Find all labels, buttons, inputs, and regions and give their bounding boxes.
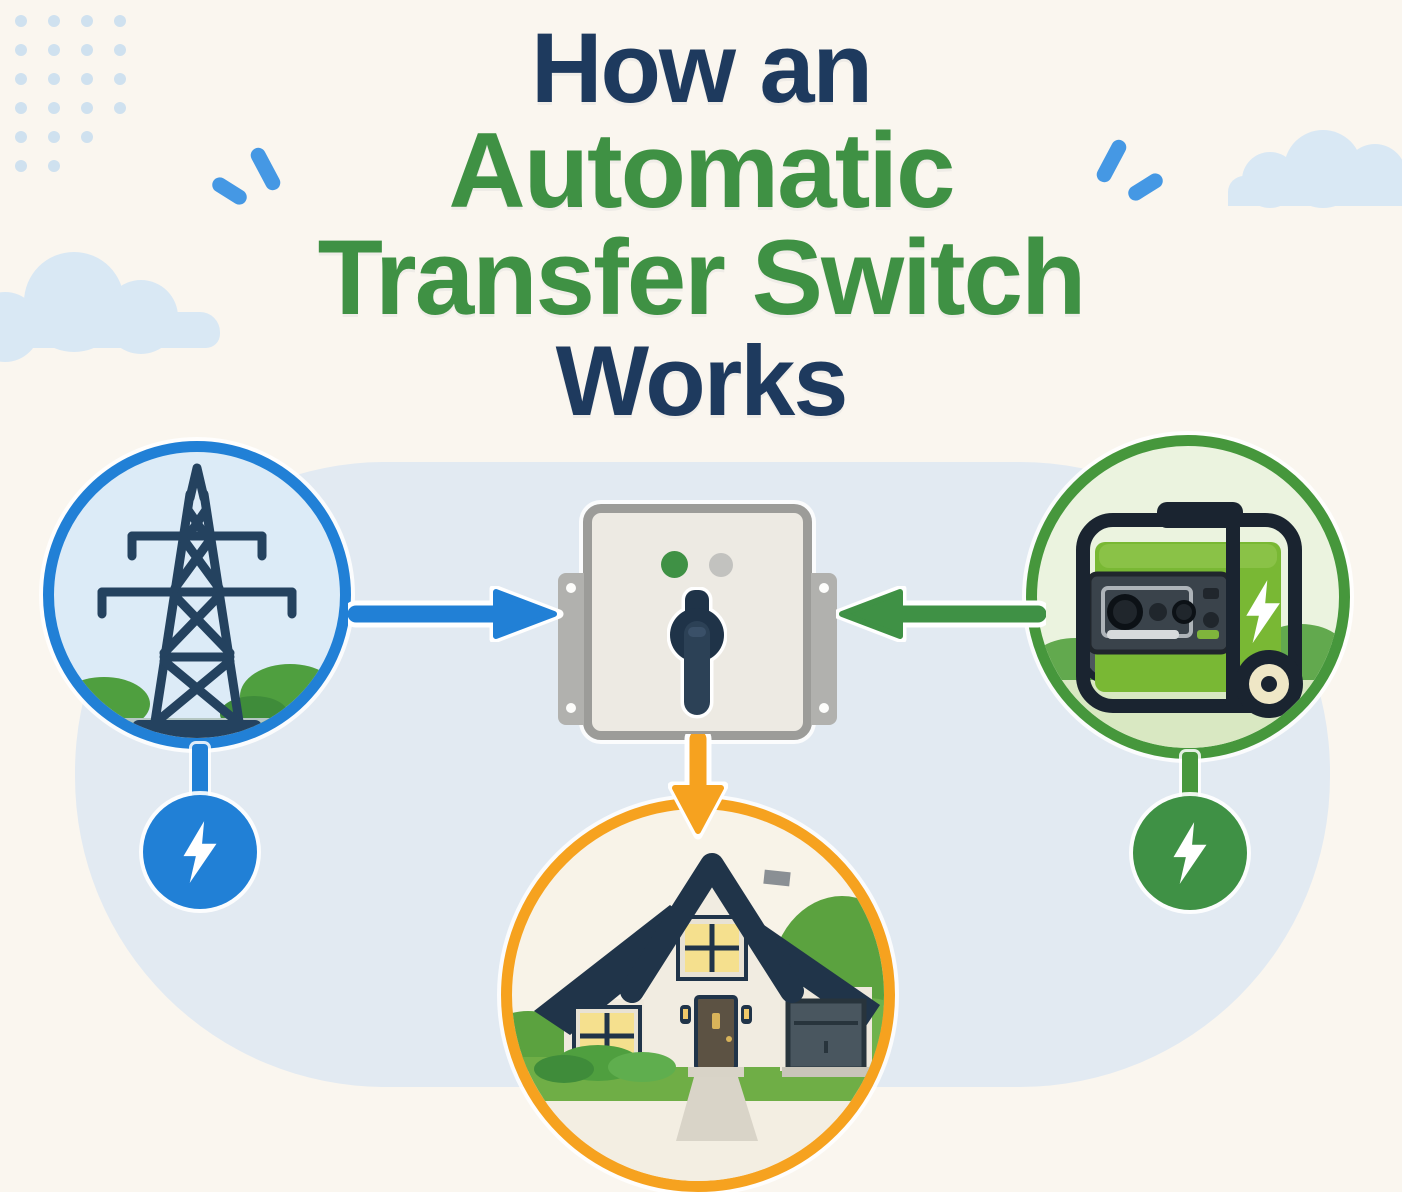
roof-vent — [763, 869, 791, 887]
dot — [48, 15, 60, 27]
generator-badge-connector — [1182, 752, 1198, 802]
generator-to-switch-arrow — [836, 586, 1046, 642]
dot — [81, 73, 93, 85]
title-line-2: Automatic — [448, 110, 955, 230]
dot — [15, 131, 27, 143]
dot — [81, 44, 93, 56]
generator-bolt-badge — [1133, 796, 1247, 910]
dot — [81, 131, 93, 143]
house-icon — [512, 853, 884, 1181]
page-title: How an Automatic Transfer Switch Works — [0, 18, 1402, 430]
title-line-4: Works — [555, 325, 849, 436]
dot — [81, 102, 93, 114]
switch-to-house-arrow — [668, 734, 728, 840]
dot — [81, 15, 93, 27]
dot — [15, 15, 27, 27]
title-line-3: Transfer Switch — [317, 217, 1087, 337]
transfer-switch-node — [558, 504, 837, 740]
dot — [15, 44, 27, 56]
screw-hole — [566, 583, 576, 593]
lightning-bolt-icon — [1173, 822, 1207, 884]
dot — [15, 102, 27, 114]
transmission-tower-icon — [54, 463, 340, 738]
dot — [48, 73, 60, 85]
dot — [48, 102, 60, 114]
dot — [15, 73, 27, 85]
screw-hole — [566, 703, 576, 713]
utility-bolt-badge — [143, 795, 257, 909]
utility-to-switch-arrow — [348, 586, 564, 642]
screw-hole — [819, 583, 829, 593]
mounting-tab — [558, 573, 584, 725]
dot — [48, 44, 60, 56]
generator-node — [1026, 435, 1350, 759]
dot — [114, 15, 126, 27]
title-line-1: How an — [530, 12, 873, 123]
infographic-canvas: { "title": { "line1": "How an", "line2":… — [0, 14, 1402, 1192]
gray-indicator-light — [709, 553, 733, 577]
utility-badge-connector — [192, 744, 208, 800]
switch-lever — [667, 587, 727, 719]
dot-grid — [15, 14, 147, 188]
lightning-bolt-icon — [183, 821, 217, 883]
green-indicator-light — [661, 551, 688, 578]
dot — [48, 131, 60, 143]
front-door — [694, 995, 738, 1071]
house-node — [501, 798, 895, 1192]
lightning-bolt-icon — [1246, 580, 1280, 644]
screw-hole — [819, 703, 829, 713]
mounting-tab — [811, 573, 837, 725]
dot — [48, 160, 60, 172]
utility-power-node — [43, 441, 351, 749]
generator-icon — [1037, 502, 1339, 748]
dot — [114, 73, 126, 85]
dot — [15, 160, 27, 172]
dot — [114, 44, 126, 56]
dot — [114, 102, 126, 114]
